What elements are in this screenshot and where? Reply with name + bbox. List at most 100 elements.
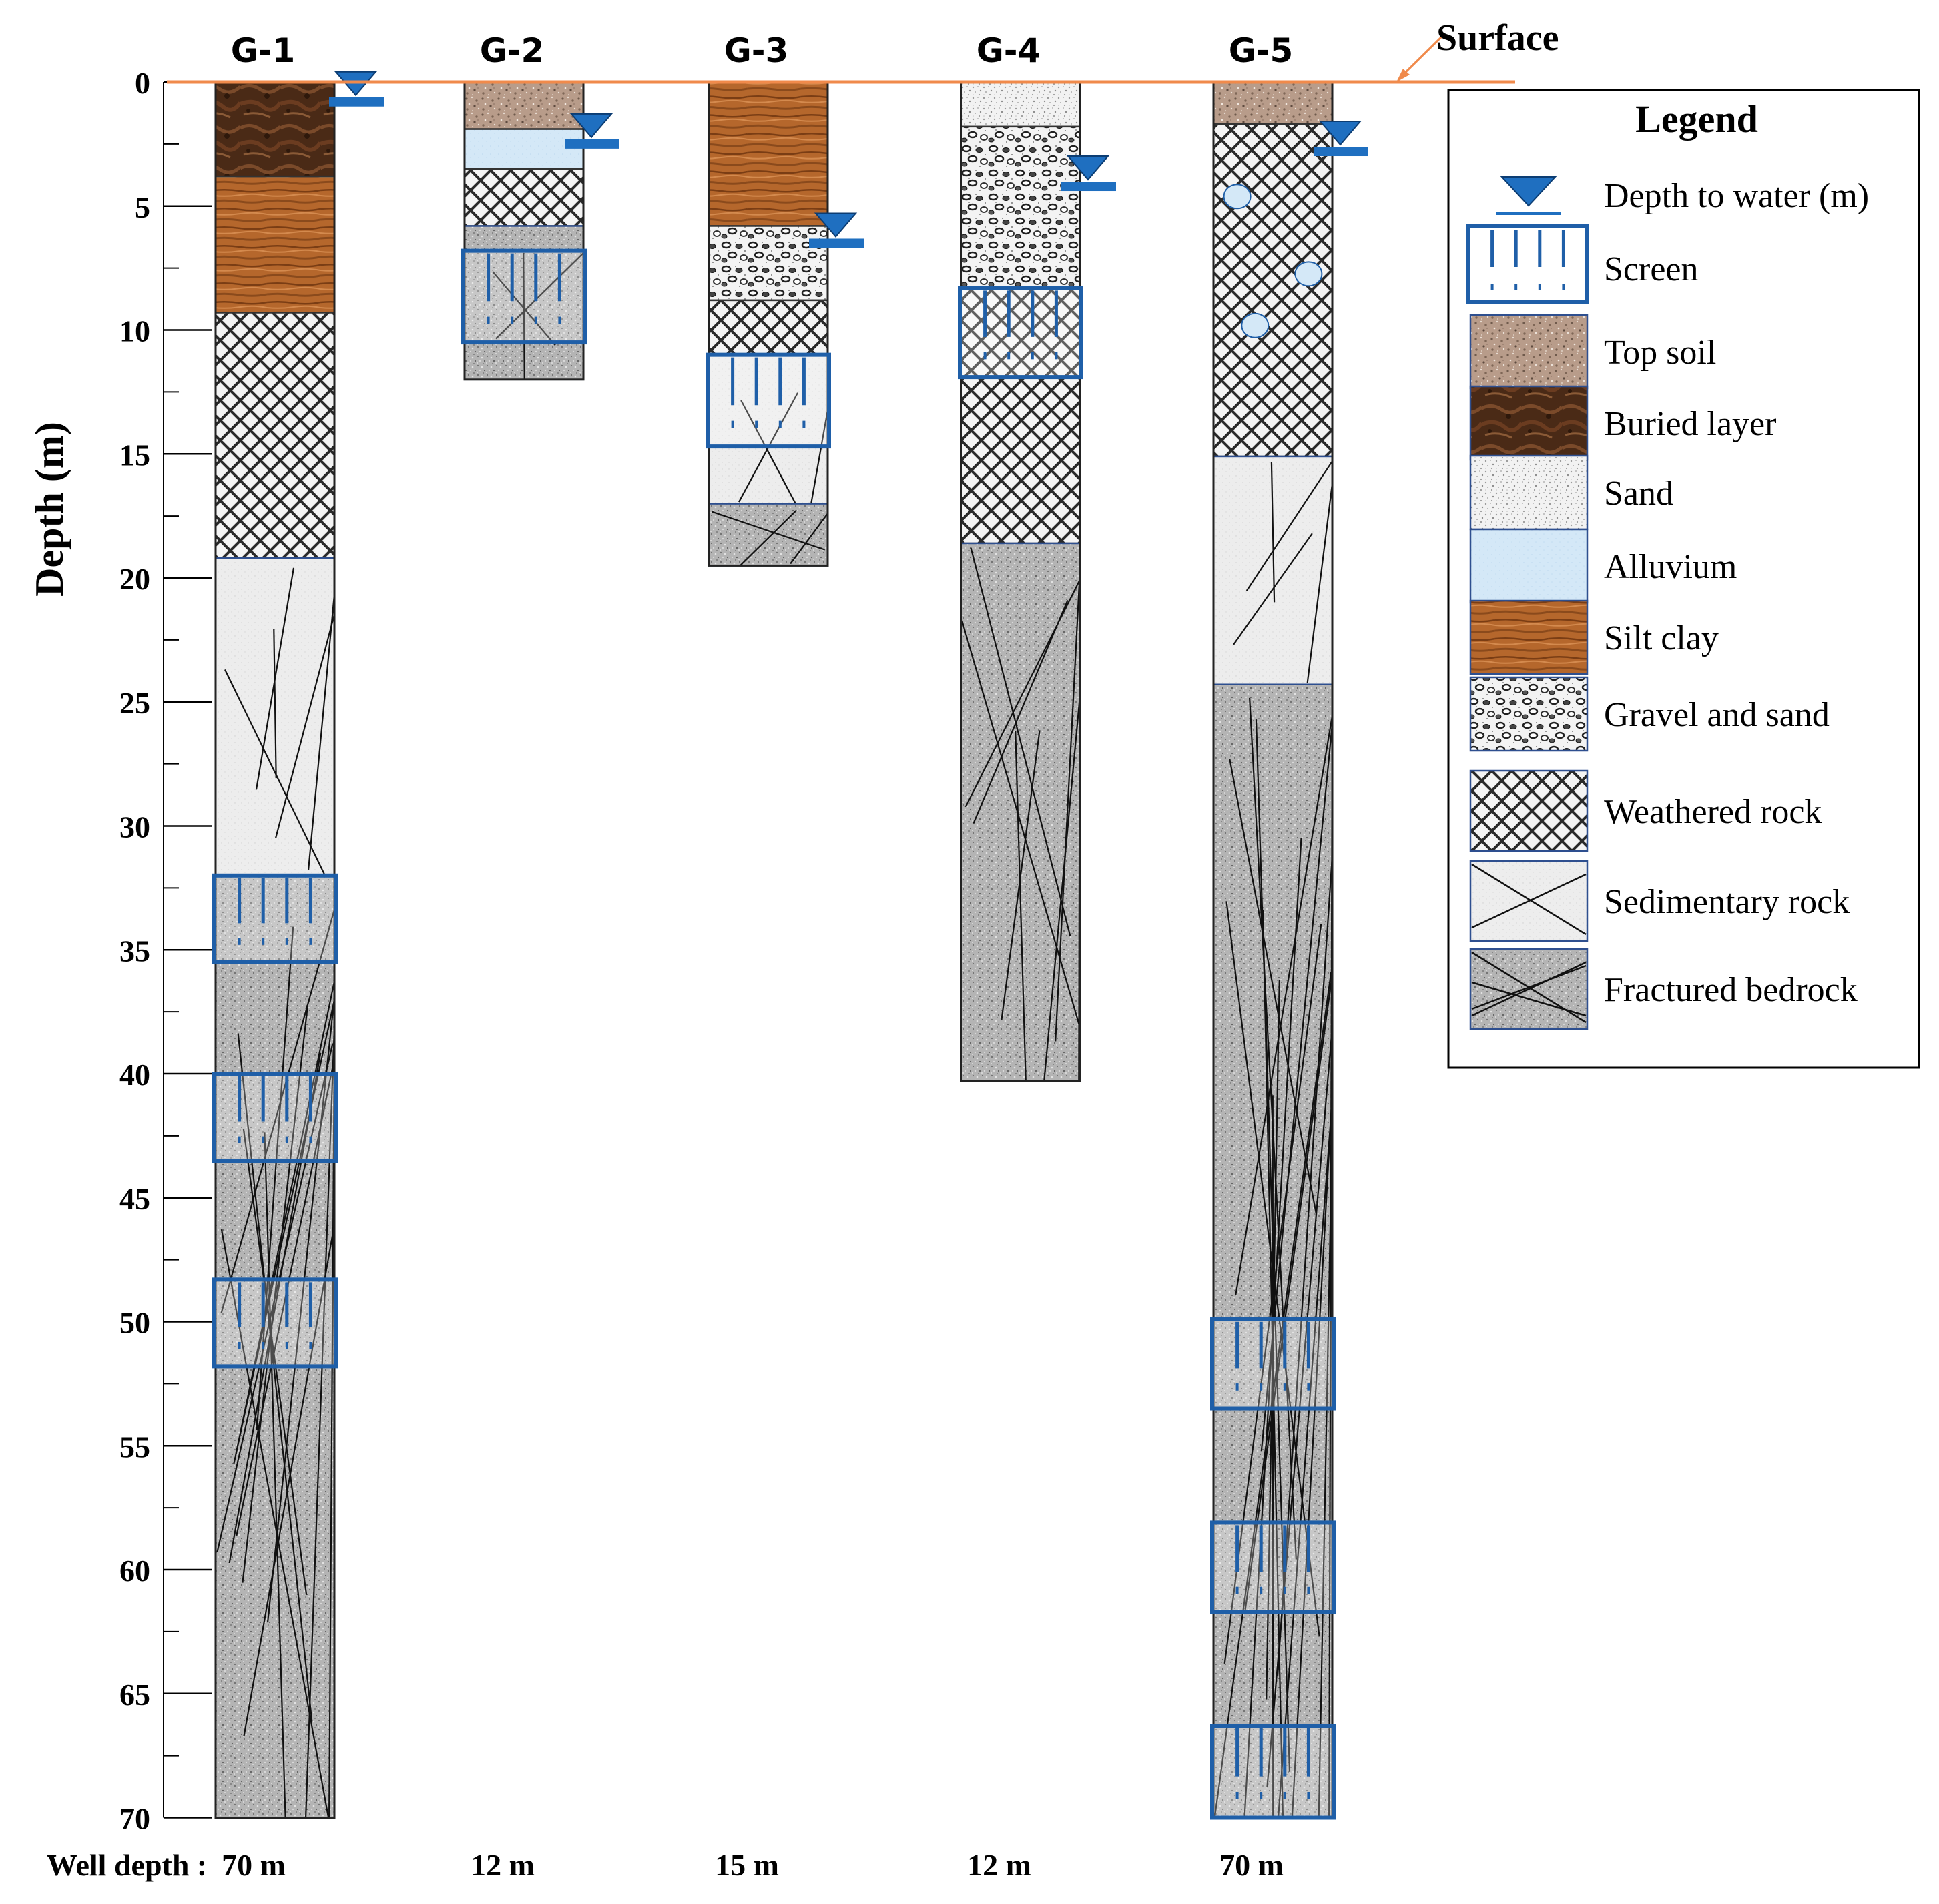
screen — [1210, 1317, 1336, 1411]
layer-fill — [708, 503, 829, 567]
y-tick-label: 60 — [119, 1554, 150, 1588]
layer-topsoil — [463, 81, 585, 130]
legend-label: Screen — [1604, 250, 1698, 288]
swatch-gravel — [1469, 676, 1589, 752]
legend-title: Legend — [1635, 97, 1758, 141]
screen-box — [212, 1072, 338, 1163]
fracture-line — [492, 271, 556, 346]
layer-fill — [1212, 81, 1334, 125]
layer-fractured — [1212, 683, 1334, 1819]
fracture-line — [264, 1132, 286, 1818]
layer-sedimentary — [214, 557, 336, 877]
fracture-line — [740, 400, 796, 505]
fracture-line — [1266, 980, 1280, 1700]
surface-line: Surface — [167, 17, 1559, 84]
layer-fractured — [960, 542, 1081, 1082]
water-bar — [565, 139, 619, 149]
screen — [958, 286, 1083, 380]
layer-silt — [708, 81, 829, 227]
swatch-weathered — [1469, 769, 1589, 852]
y-tick-label: 5 — [135, 190, 150, 224]
fracture-line — [224, 669, 326, 876]
well-g-3: G-3 15 m — [706, 31, 864, 1882]
y-tick-label: 10 — [119, 314, 150, 348]
water-triangle-icon — [1500, 176, 1557, 207]
fracture-line — [1245, 460, 1333, 591]
screen-box — [461, 248, 587, 345]
fracture-line — [1277, 855, 1334, 1676]
legend-label: Top soil — [1604, 334, 1716, 372]
fracture-line — [242, 1008, 308, 1583]
fracture-line — [523, 252, 525, 380]
fracture-line — [973, 599, 1069, 824]
cobble-mark — [1294, 261, 1323, 287]
legend-item-silt: Silt clay — [1469, 599, 1719, 675]
water-level-marker — [329, 71, 384, 107]
fracture-line — [1291, 1092, 1334, 1818]
surface-arrowhead-icon — [1396, 69, 1410, 82]
layer-topsoil — [1212, 81, 1334, 125]
well-name: G-5 — [1229, 31, 1294, 70]
layer-fill — [708, 354, 829, 505]
layer-fill — [960, 81, 1081, 128]
screen-box — [1210, 1520, 1336, 1614]
fracture-line — [964, 579, 1081, 808]
layer-fractured — [708, 503, 829, 567]
well-name: G-3 — [724, 31, 789, 70]
screen — [212, 873, 338, 964]
fracture-line — [307, 594, 336, 870]
fracture-line — [1270, 462, 1276, 603]
fracture-line — [1471, 964, 1587, 1010]
cobble-mark — [1241, 312, 1270, 338]
y-tick-label: 25 — [119, 686, 150, 720]
legend-label: Silt clay — [1604, 619, 1719, 657]
fracture-line — [255, 567, 295, 790]
layer-silt — [214, 175, 336, 314]
legend-item-water: Depth to water (m) — [1496, 176, 1869, 215]
fracture-line — [242, 1129, 308, 1595]
layer-buried — [214, 81, 336, 178]
water-triangle-icon — [814, 212, 858, 238]
swatch-alluvium — [1469, 528, 1589, 604]
legend-item-gravel: Gravel and sand — [1469, 676, 1830, 752]
well-depth-label: 70 m — [1219, 1848, 1284, 1882]
water-triangle-icon — [1318, 121, 1362, 146]
screen-box — [1210, 1724, 1336, 1820]
layer-fill — [214, 81, 336, 178]
well-depth-label: 15 m — [715, 1848, 779, 1882]
screen — [1210, 1520, 1336, 1614]
fracture-line — [810, 410, 829, 504]
layer-sand — [960, 81, 1081, 128]
water-bar — [1314, 147, 1368, 157]
layer-fill — [960, 542, 1081, 1082]
water-level-marker — [1314, 121, 1368, 157]
layer-fill — [708, 299, 829, 356]
layer-fill — [463, 128, 585, 170]
screen — [1210, 1724, 1336, 1820]
layer-fill — [1212, 455, 1334, 685]
water-bar — [1061, 182, 1116, 192]
legend-label: Fractured bedrock — [1604, 971, 1858, 1009]
legend-item-screen: Screen — [1466, 224, 1698, 304]
fracture-line — [220, 909, 336, 1314]
fracture-line — [1471, 981, 1587, 1017]
fracture-line — [1306, 483, 1334, 683]
screen-box — [212, 1277, 338, 1369]
water-level-marker — [1061, 155, 1116, 192]
legend-label: Buried layer — [1604, 405, 1776, 443]
y-axis-label: Depth (m) — [27, 422, 71, 597]
layer-fill — [463, 168, 585, 227]
y-tick-label: 30 — [119, 810, 150, 844]
wells: G-170 mG-212 mG-315 mG-412 mG-570 mWell … — [47, 31, 1368, 1882]
swatch-silt — [1469, 599, 1589, 675]
layer-weathered — [708, 299, 829, 356]
screen-box — [958, 286, 1083, 380]
y-tick-label: 15 — [119, 438, 150, 472]
well-g-4: G-412 m — [958, 31, 1116, 1882]
legend-item-alluvium: Alluvium — [1469, 528, 1737, 604]
y-tick-label: 20 — [119, 562, 150, 596]
fracture-line — [228, 1052, 322, 1564]
